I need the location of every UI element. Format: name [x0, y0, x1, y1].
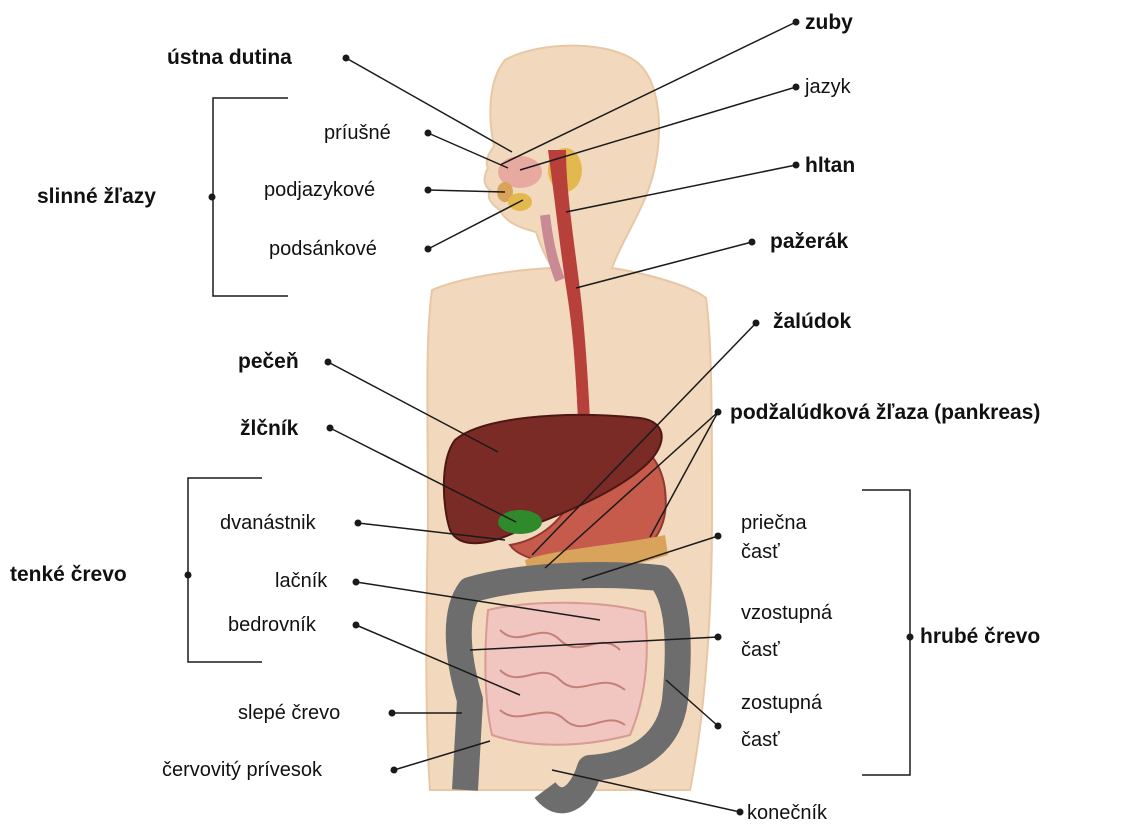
label-zostupna-line1: zostupná — [741, 693, 822, 730]
label-zuby: zuby — [805, 12, 853, 33]
label-lacnik: lačník — [275, 571, 327, 591]
label-slinne-zlazy: slinné žľazy — [37, 186, 156, 207]
label-podzaludkova: podžalúdková žľaza (pankreas) — [730, 402, 1040, 423]
label-vzostupna: vzostupná časť — [741, 603, 832, 660]
label-hrube-crevo: hrubé črevo — [920, 626, 1040, 647]
label-tenke-crevo: tenké črevo — [10, 564, 127, 585]
label-cervovity-privesok: červovitý prívesok — [162, 760, 322, 780]
label-podjazykove: podjazykové — [264, 180, 375, 200]
label-pecen: pečeň — [238, 351, 299, 372]
label-jazyk: jazyk — [805, 77, 851, 97]
label-priecna-line2: časť — [741, 542, 807, 562]
label-zlcnik: žlčník — [240, 418, 298, 439]
label-dvanastnik: dvanástnik — [220, 513, 316, 533]
label-vzostupna-line2: časť — [741, 640, 832, 660]
label-priecna: priečna časť — [741, 513, 807, 562]
label-hltan: hltan — [805, 155, 855, 176]
label-konecnik: konečník — [747, 803, 827, 823]
label-priecna-line1: priečna — [741, 513, 807, 542]
label-priusne: príušné — [324, 123, 391, 143]
label-slepe-crevo: slepé črevo — [238, 703, 340, 723]
label-bedrovnik: bedrovník — [228, 615, 316, 635]
label-podsankove: podsánkové — [269, 239, 377, 259]
bracket-hrube — [862, 490, 910, 775]
gallbladder-shape — [498, 510, 542, 534]
label-zaludok: žalúdok — [773, 311, 851, 332]
label-pazerak: pažerák — [770, 231, 848, 252]
label-zostupna: zostupná časť — [741, 693, 822, 750]
label-ustna-dutina: ústna dutina — [167, 47, 292, 68]
label-vzostupna-line1: vzostupná — [741, 603, 832, 640]
label-zostupna-line2: časť — [741, 730, 822, 750]
